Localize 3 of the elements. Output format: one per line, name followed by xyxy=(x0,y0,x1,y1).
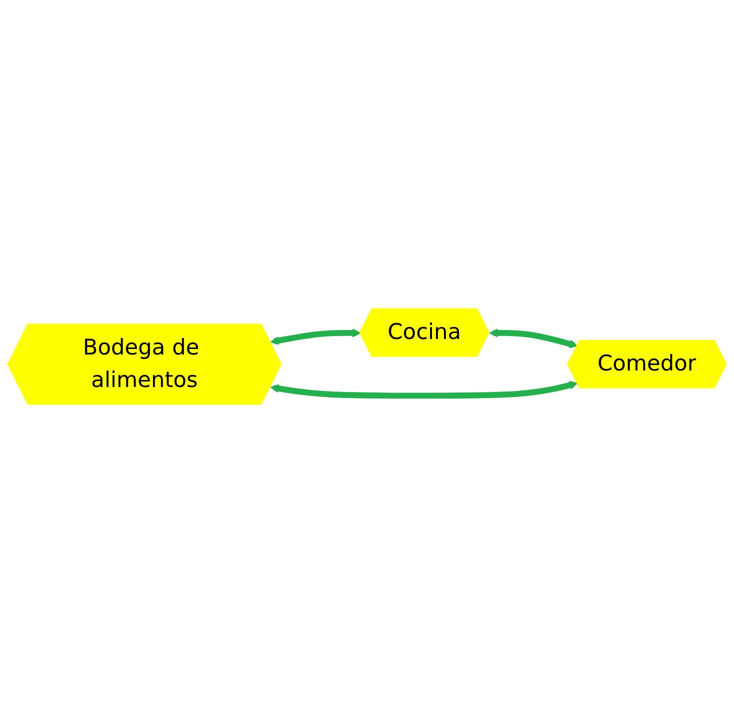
arrow xyxy=(270,328,361,345)
arrow xyxy=(489,328,578,348)
arrow xyxy=(270,380,578,399)
